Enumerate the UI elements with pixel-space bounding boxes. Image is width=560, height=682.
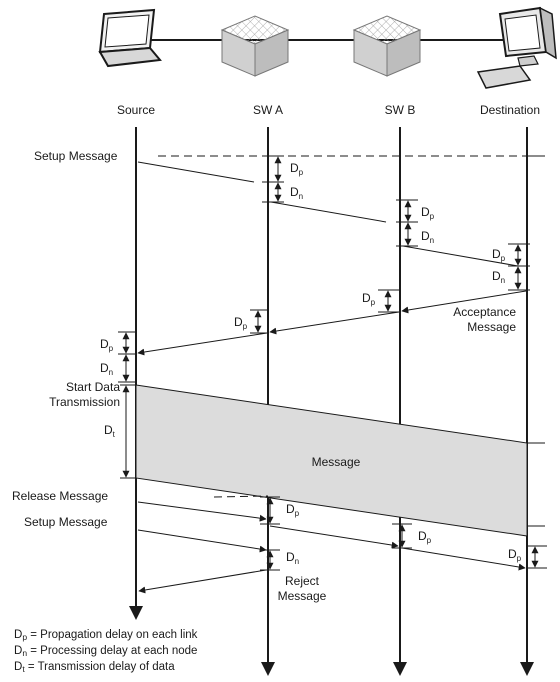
reject-link <box>139 570 266 591</box>
desktop-computer-icon <box>478 8 556 88</box>
acceptance-label-2: Message <box>467 320 516 334</box>
dp-label-accept-swb: Dp <box>362 291 376 307</box>
reject-label-2: Message <box>278 589 327 603</box>
acceptance-link-2 <box>270 312 399 332</box>
node-label-swa: SW A <box>253 103 283 117</box>
dp-label-dest: Dp <box>492 247 506 263</box>
acceptance-link-1 <box>138 333 267 353</box>
release-link <box>138 502 266 519</box>
setup2-link-3 <box>402 548 525 568</box>
laptop-icon <box>100 10 160 66</box>
legend-item-processing: Dn = Processing delay at each node <box>14 644 197 660</box>
dp-label-accept-source: Dp <box>100 337 114 353</box>
node-label-destination: Destination <box>480 103 540 117</box>
setup-message-2-label: Setup Message <box>24 515 108 529</box>
dp-label-release: Dp <box>286 502 300 518</box>
reject-label-1: Reject <box>285 574 320 588</box>
dn-label-accept-source: Dn <box>100 361 113 377</box>
acceptance-label-1: Acceptance <box>453 305 516 319</box>
dp-label-accept-swa: Dp <box>234 315 248 331</box>
dp-label-setup2-dest: Dp <box>508 547 522 563</box>
node-label-swb: SW B <box>385 103 416 117</box>
dp-label-swb: Dp <box>421 205 435 221</box>
switch-a-icon <box>222 16 288 76</box>
start-data-label-1: Start Data <box>66 380 120 394</box>
dn-label-swb: Dn <box>421 229 434 245</box>
release-message-label: Release Message <box>12 489 108 503</box>
legend: Dp = Propagation delay on each link Dn =… <box>14 628 197 676</box>
start-data-label-2: Transmission <box>49 395 120 409</box>
setup-link-2 <box>271 202 386 222</box>
dn-label-reject: Dn <box>286 550 299 566</box>
node-label-source: Source <box>117 103 155 117</box>
setup-link-1 <box>138 162 254 182</box>
legend-item-propagation: Dp = Propagation delay on each link <box>14 628 197 644</box>
setup2-link-2 <box>270 526 398 546</box>
message-block-label: Message <box>312 455 361 469</box>
dp-label-setup2-swb: Dp <box>418 529 432 545</box>
legend-item-transmission: Dt = Transmission delay of data <box>14 660 197 676</box>
dn-label-swa: Dn <box>290 185 303 201</box>
dn-label-dest: Dn <box>492 269 505 285</box>
dt-label: Dt <box>104 423 116 439</box>
setup-message-label: Setup Message <box>34 149 118 163</box>
switch-b-icon <box>354 16 420 76</box>
setup2-link-1 <box>138 530 266 550</box>
dp-label-swa: Dp <box>290 161 304 177</box>
